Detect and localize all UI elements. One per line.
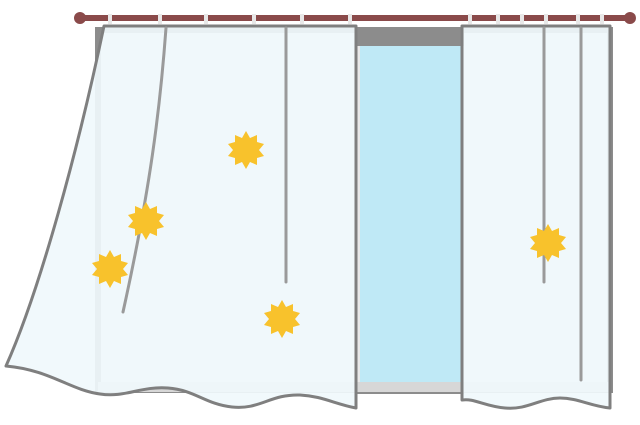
curtain-ring: [576, 14, 580, 24]
left-curtain-panel: [4, 24, 358, 410]
curtain-ring: [158, 14, 162, 24]
sun-stain: [530, 224, 566, 262]
curtain-ring: [108, 14, 112, 24]
curtain-ring: [496, 14, 500, 24]
right-curtain: [460, 24, 612, 410]
curtain-ring: [468, 14, 472, 24]
left-curtain-crease: [121, 26, 168, 314]
curtain-ring: [520, 14, 524, 24]
curtain-ring: [252, 14, 256, 24]
curtain-rings: [108, 14, 604, 24]
curtain-rod-end-left: [74, 12, 86, 24]
window-sash-top: [356, 30, 464, 46]
curtain-rod-end-right: [624, 12, 636, 24]
curtain-ring: [300, 14, 304, 24]
curtain-ring: [544, 14, 548, 24]
sun-stain: [128, 202, 164, 240]
sun-stain: [228, 131, 264, 169]
sun-stain: [92, 250, 128, 288]
sun-stain: [264, 300, 300, 338]
left-curtain: [4, 24, 358, 410]
right-curtain-panel: [460, 24, 612, 410]
curtain-rod-icon: [74, 12, 636, 24]
curtain-ring: [348, 14, 352, 24]
curtain-ring: [204, 14, 208, 24]
curtain-ring: [600, 14, 604, 24]
sun-stain-icon: [92, 131, 566, 338]
window-glass: [360, 44, 462, 384]
